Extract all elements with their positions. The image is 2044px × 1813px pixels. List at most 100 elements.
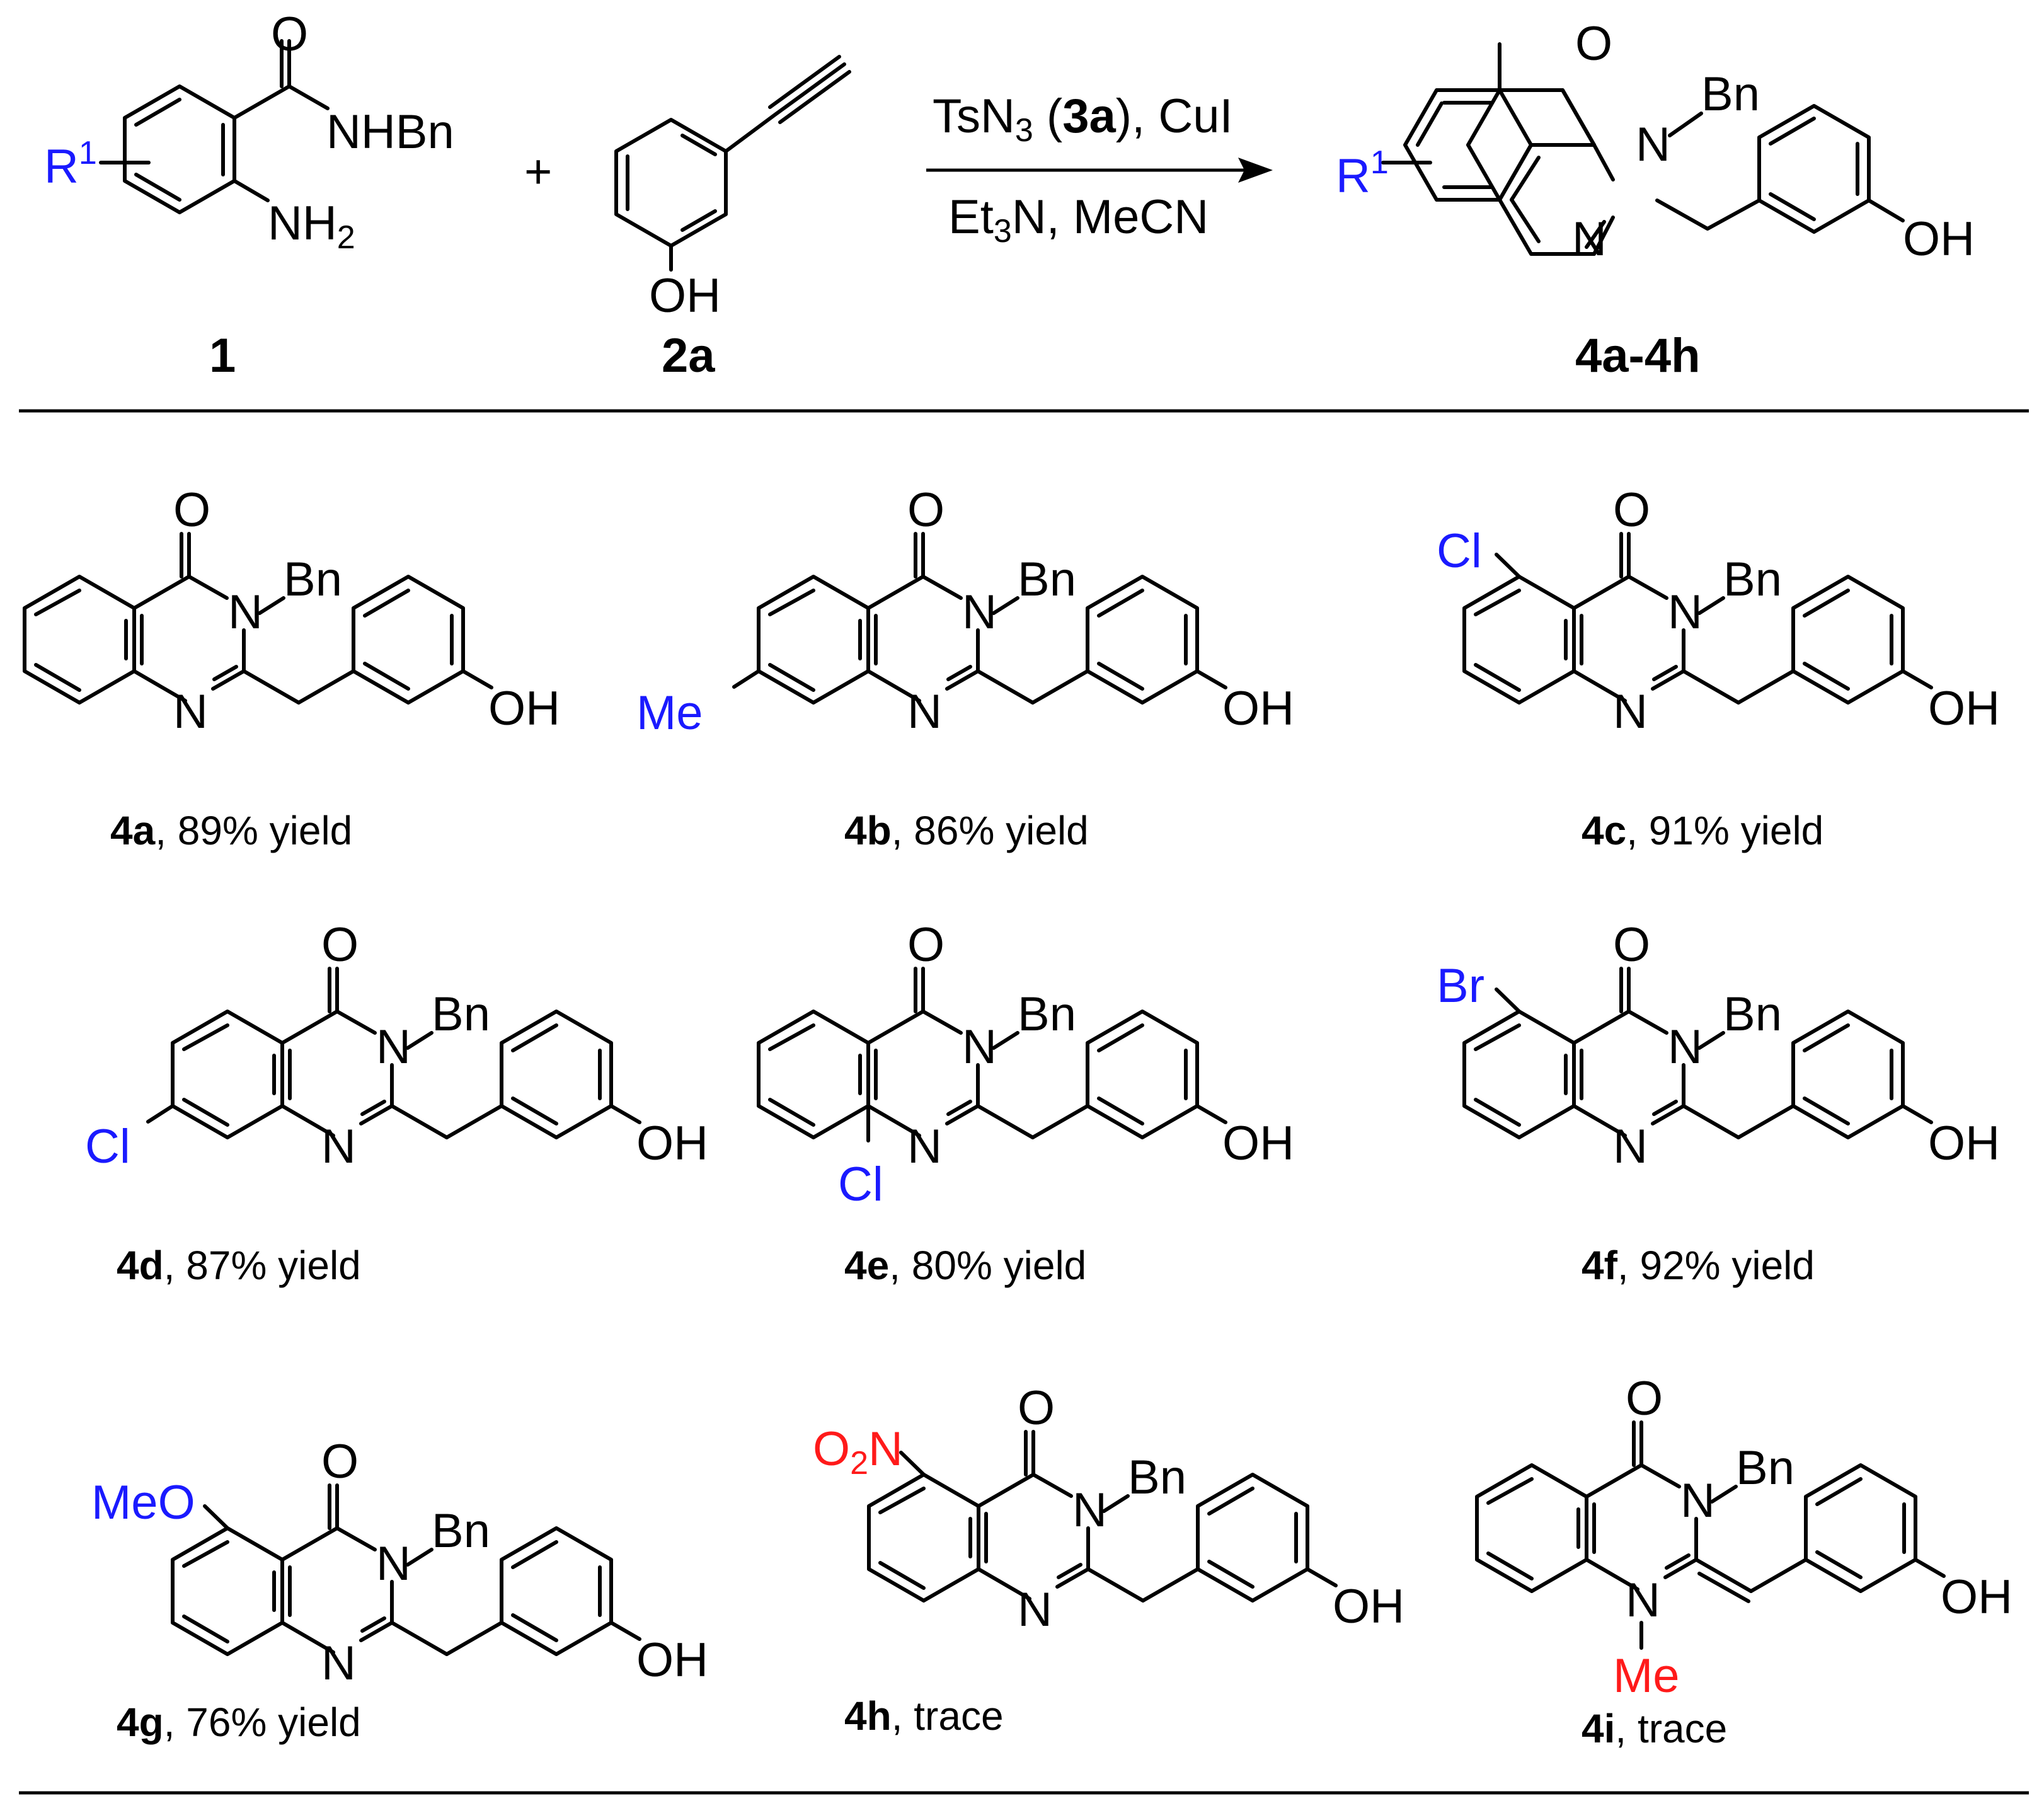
bn-label: Bn (1018, 987, 1076, 1041)
n-methyl: Me (1613, 1649, 1680, 1703)
carbonyl-oxygen: O (173, 483, 210, 537)
yield-text: , 87% yield (164, 1243, 361, 1288)
n3-label: N (376, 1020, 411, 1074)
yield-text: , 91% yield (1626, 808, 1823, 853)
n1-label: N (1613, 685, 1648, 739)
product-general (1405, 44, 1615, 256)
n1-label: N (907, 1120, 942, 1173)
substituent-meo: MeO (91, 1476, 195, 1529)
product-general-labels: O N N Bn OH R1 4a-4h (1336, 17, 1975, 383)
caption-4h: 4h, trace (844, 1693, 1004, 1739)
carbonyl-oxygen: O (1613, 483, 1650, 537)
nhbn-label: NHBn (326, 105, 454, 159)
oh-label: OH (636, 1117, 708, 1170)
reagent-tsn3: TsN3 (3a), CuI (933, 89, 1233, 149)
product-r1: R1 (1336, 144, 1389, 203)
compound-id: 4g (117, 1700, 164, 1745)
yield-text: , 80% yield (889, 1243, 1086, 1288)
yield-text: , 86% yield (892, 808, 1089, 853)
oh-label: OH (649, 269, 721, 323)
product-oh: OH (1903, 212, 1975, 266)
substituent-cl: Cl (838, 1158, 883, 1211)
n1-label: N (1626, 1574, 1660, 1627)
compound-id: 4a (110, 808, 156, 853)
n3-label: N (228, 585, 263, 639)
n3-label: N (962, 1020, 997, 1074)
product-n3: N (1636, 118, 1670, 171)
oh-label: OH (1222, 1117, 1294, 1170)
caption-4b: 4b, 86% yield (844, 808, 1089, 853)
caption-4f: 4f, 92% yield (1582, 1243, 1815, 1288)
bn-label: Bn (1128, 1451, 1186, 1504)
carbonyl-oxygen: O (321, 918, 359, 972)
n3-label: N (1680, 1474, 1715, 1528)
n1-label: N (1018, 1583, 1052, 1637)
bn-label: Bn (1723, 987, 1782, 1041)
carbonyl-oxygen: O (1018, 1381, 1055, 1435)
carbonyl-oxygen: O (271, 8, 308, 61)
yield-text: , trace (1615, 1706, 1727, 1751)
compound-id: 4f (1582, 1243, 1618, 1288)
compound-id: 4e (844, 1243, 889, 1288)
yield-text: , 89% yield (155, 808, 352, 853)
reagent-et3n: Et3N, MeCN (948, 190, 1209, 250)
yield-text: , 92% yield (1617, 1243, 1815, 1288)
n3-label: N (1668, 585, 1702, 639)
n1-label: N (907, 685, 942, 739)
oh-label: OH (1222, 682, 1294, 735)
compound-id: 4b (844, 808, 892, 853)
compound-id: 4c (1582, 808, 1626, 853)
compound-1-label: 1 (209, 329, 236, 383)
bn-label: Bn (1723, 553, 1782, 606)
carbonyl-oxygen: O (907, 918, 944, 972)
plus-sign: + (524, 145, 552, 199)
caption-4d: 4d, 87% yield (117, 1243, 361, 1288)
yield-text: , trace (892, 1693, 1004, 1739)
n3-label: N (1668, 1020, 1702, 1074)
nh2-label: NH2 (268, 197, 355, 256)
caption-4i: 4i, trace (1582, 1706, 1727, 1751)
substituent-cl: Cl (85, 1120, 130, 1173)
product-bn: Bn (1701, 67, 1760, 121)
oh-label: OH (1928, 682, 2000, 735)
oh-label: OH (1928, 1117, 2000, 1170)
yield-text: , 76% yield (164, 1700, 361, 1745)
reactant-1: O NHBn NH2 R1 1 (44, 8, 454, 383)
n3-label: N (376, 1537, 411, 1591)
substituent-me: Me (636, 686, 703, 740)
carbonyl-oxygen: O (907, 483, 944, 537)
compound-id: 4i (1582, 1706, 1615, 1751)
product-range-label: 4a-4h (1575, 329, 1701, 383)
reactant-2a: OH 2a (614, 55, 851, 383)
n1-label: N (173, 685, 208, 739)
bn-label: Bn (432, 987, 490, 1041)
bn-label: Bn (1736, 1441, 1794, 1495)
substituent-no2: O2N (813, 1422, 903, 1482)
n3-label: N (962, 585, 997, 639)
compound-id: 4d (117, 1243, 164, 1288)
oh-label: OH (488, 682, 560, 735)
substituent-br: Br (1437, 959, 1484, 1013)
oh-label: OH (1333, 1580, 1404, 1633)
caption-4e: 4e, 80% yield (844, 1243, 1086, 1288)
bn-label: Bn (284, 553, 342, 606)
oh-label: OH (636, 1633, 708, 1687)
reaction-arrow: TsN3 (3a), CuI Et3N, MeCN (926, 89, 1273, 250)
bn-label: Bn (432, 1504, 490, 1558)
n1-label: N (1613, 1120, 1648, 1173)
n1-label: N (321, 1637, 356, 1690)
caption-4c: 4c, 91% yield (1582, 808, 1823, 853)
oh-label: OH (1941, 1570, 2012, 1624)
product-carbonyl-o: O (1575, 17, 1612, 71)
